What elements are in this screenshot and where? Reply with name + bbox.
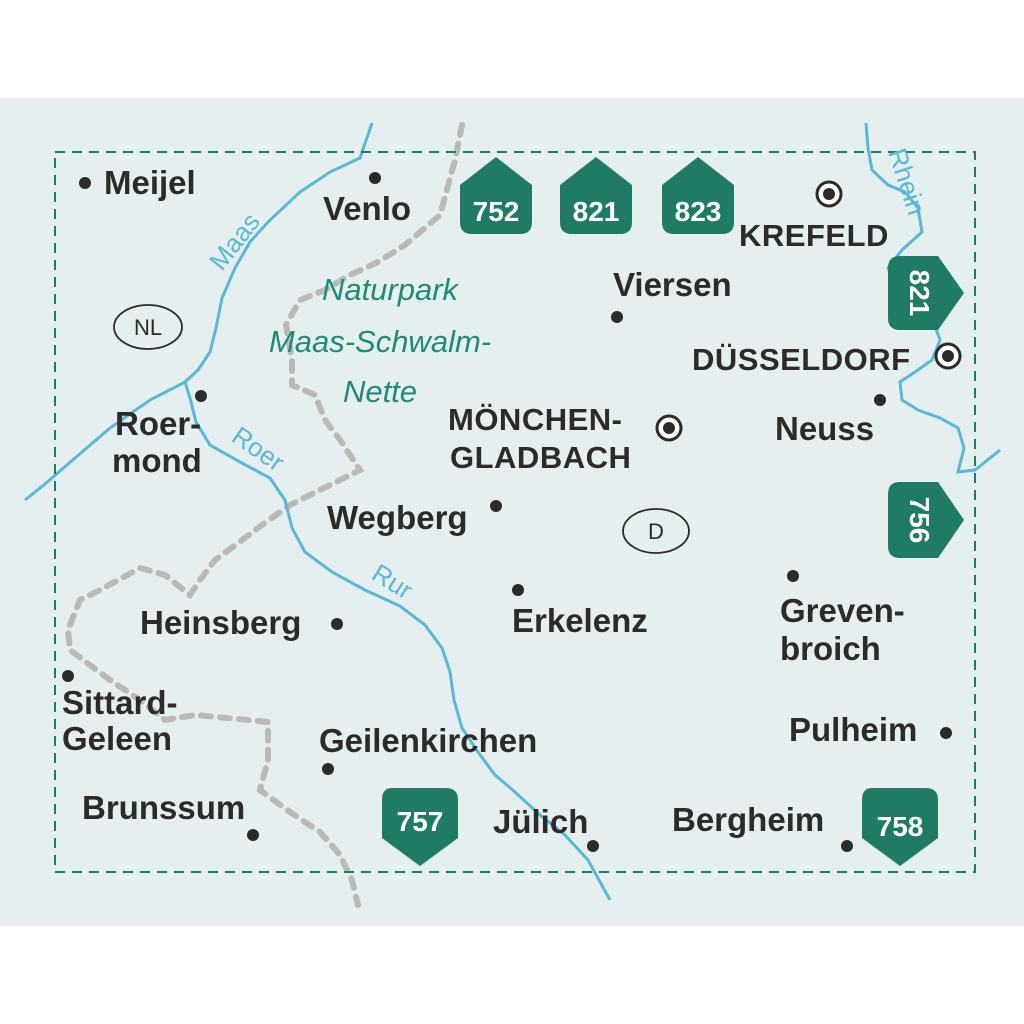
sheet-number-756: 756 xyxy=(904,497,935,544)
park-line-2: Maas-Schwalm- xyxy=(269,324,491,359)
town-label-sittard-1: Sittard- xyxy=(62,684,178,721)
sheet-badge-756[interactable]: 756 xyxy=(888,482,964,558)
dot-roermond xyxy=(195,390,207,402)
country-marker-nl: NL xyxy=(113,304,183,350)
dot-viersen xyxy=(611,311,623,323)
town-label-sittard-2: Geleen xyxy=(62,720,172,757)
sheet-frame xyxy=(54,151,976,873)
dot-geilenkirchen xyxy=(322,763,334,775)
dot-pulheim xyxy=(940,727,952,739)
sheet-badge-823[interactable]: 823 xyxy=(662,157,734,234)
sheet-badge-821-top[interactable]: 821 xyxy=(560,157,632,234)
country-oval xyxy=(113,304,183,350)
city-label-duesseldorf: DÜSSELDORF xyxy=(692,342,911,377)
naturpark-label: Naturpark Maas-Schwalm- Nette xyxy=(269,272,491,409)
dot-sittard xyxy=(62,670,74,682)
town-label-venlo: Venlo xyxy=(323,190,411,227)
sheet-number-823: 823 xyxy=(675,196,722,227)
sheet-number-821-top: 821 xyxy=(573,196,620,227)
park-line-1: Naturpark xyxy=(322,272,460,307)
town-label-roermond-2: mond xyxy=(112,442,202,479)
town-label-pulheim: Pulheim xyxy=(789,711,917,748)
city-marker-krefeld xyxy=(815,180,843,208)
town-label-viersen: Viersen xyxy=(613,266,732,303)
park-line-3: Nette xyxy=(343,374,417,409)
town-label-grevenbroich-2: broich xyxy=(780,630,881,667)
city-labels: KREFELD DÜSSELDORF MÖNCHEN- GLADBACH xyxy=(448,218,911,475)
city-marker-duesseldorf xyxy=(934,342,962,370)
town-dots xyxy=(62,172,952,852)
town-label-roermond-1: Roer- xyxy=(115,405,201,442)
dot-heinsberg xyxy=(331,618,343,630)
country-label-nl: NL xyxy=(134,315,162,340)
country-oval xyxy=(622,508,690,554)
river-maas xyxy=(24,122,374,502)
sheet-badge-821-right[interactable]: 821 xyxy=(888,256,964,330)
dot-erkelenz xyxy=(512,584,524,596)
town-label-wegberg: Wegberg xyxy=(327,499,468,536)
sheet-number-758: 758 xyxy=(877,811,924,842)
sheet-number-821-right: 821 xyxy=(904,270,935,317)
town-label-grevenbroich-1: Greven- xyxy=(780,592,905,629)
sheet-number-757: 757 xyxy=(397,806,444,837)
town-label-juelich: Jülich xyxy=(493,803,588,840)
river-roer xyxy=(183,381,612,901)
sheet-badge-758[interactable]: 758 xyxy=(862,788,938,866)
dot-bergheim xyxy=(841,840,853,852)
dot-wegberg xyxy=(490,500,502,512)
dot-brunssum xyxy=(247,829,259,841)
town-label-geilenkirchen: Geilenkirchen xyxy=(319,722,537,759)
city-markers xyxy=(655,180,962,442)
city-label-mg-1: MÖNCHEN- xyxy=(448,402,623,437)
town-label-erkelenz: Erkelenz xyxy=(512,602,648,639)
city-label-mg-2: GLADBACH xyxy=(450,440,631,475)
town-label-heinsberg: Heinsberg xyxy=(140,604,301,641)
dot-grevenbroich xyxy=(787,570,799,582)
sheet-badge-752[interactable]: 752 xyxy=(460,157,532,234)
town-label-brunssum: Brunssum xyxy=(82,789,245,826)
country-marker-d: D xyxy=(622,508,690,554)
dot-meijel xyxy=(79,177,91,189)
town-label-neuss: Neuss xyxy=(775,410,874,447)
dot-venlo xyxy=(369,172,381,184)
city-marker-moenchengladbach xyxy=(655,414,683,442)
dot-juelich xyxy=(587,840,599,852)
country-label-d: D xyxy=(648,519,664,544)
town-label-meijel: Meijel xyxy=(104,164,196,201)
town-label-bergheim: Bergheim xyxy=(672,801,824,838)
sheet-number-752: 752 xyxy=(473,196,520,227)
dot-neuss xyxy=(874,394,886,406)
city-label-krefeld: KREFELD xyxy=(739,218,889,253)
country-border xyxy=(64,122,465,908)
sheet-badge-757[interactable]: 757 xyxy=(382,788,458,866)
town-labels: Meijel Venlo Viersen Roer- mond Wegberg … xyxy=(62,164,917,840)
